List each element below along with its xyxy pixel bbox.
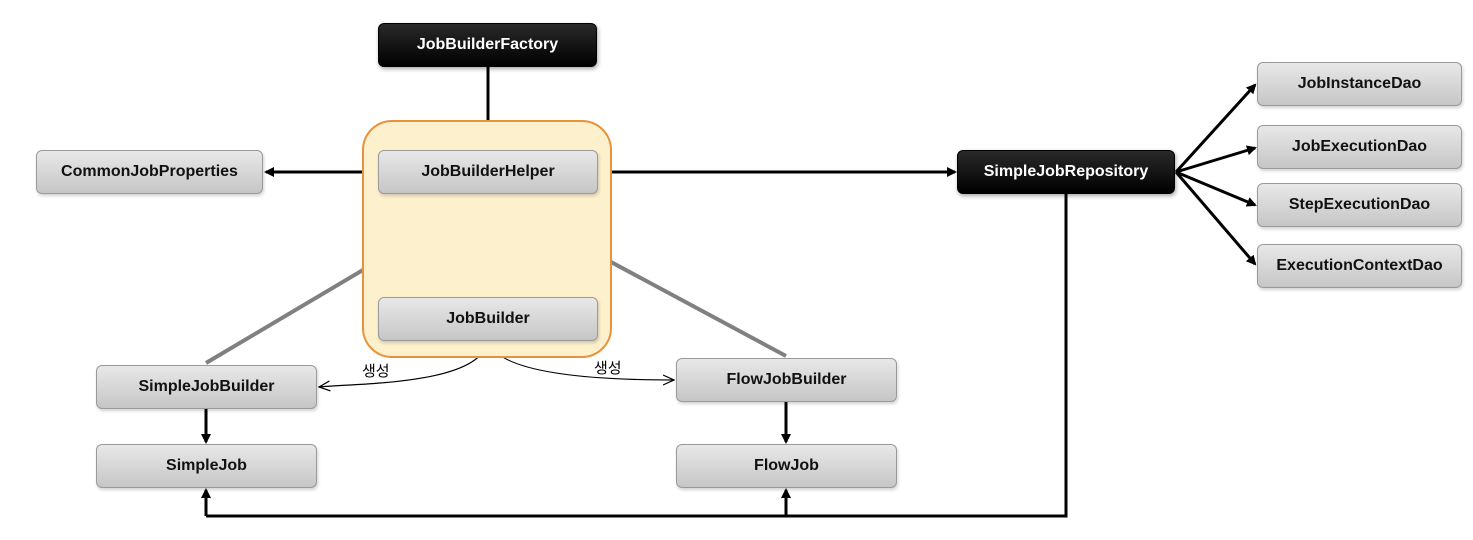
step-execution-dao-node[interactable]: StepExecutionDao: [1257, 183, 1462, 227]
create-flow-label: 생성: [594, 359, 622, 377]
simple-job-repository-node[interactable]: SimpleJobRepository: [957, 150, 1175, 194]
create-simple-label: 생성: [362, 362, 390, 380]
repository-to-step-dao-arrow: [1175, 170, 1257, 207]
job-builder-helper-node[interactable]: JobBuilderHelper: [378, 150, 598, 194]
simple-job-builder-node[interactable]: SimpleJobBuilder: [96, 365, 317, 409]
common-job-properties-node[interactable]: CommonJobProperties: [36, 150, 263, 194]
repository-route: [206, 194, 1068, 518]
flow-job-node[interactable]: FlowJob: [676, 444, 897, 488]
job-builder-node[interactable]: JobBuilder: [378, 297, 598, 341]
repository-to-execution-dao-arrow: [1175, 145, 1257, 174]
repository-to-context-dao-arrow: [1174, 171, 1257, 266]
flow-job-builder-node[interactable]: FlowJobBuilder: [676, 358, 897, 402]
execution-context-dao-node[interactable]: ExecutionContextDao: [1257, 244, 1462, 288]
repository-to-instance-dao-arrow: [1174, 83, 1257, 174]
simple-job-node[interactable]: SimpleJob: [96, 444, 317, 488]
job-instance-dao-node[interactable]: JobInstanceDao: [1257, 62, 1462, 106]
job-builder-factory-node[interactable]: JobBuilderFactory: [378, 23, 597, 67]
job-execution-dao-node[interactable]: JobExecutionDao: [1257, 125, 1462, 169]
